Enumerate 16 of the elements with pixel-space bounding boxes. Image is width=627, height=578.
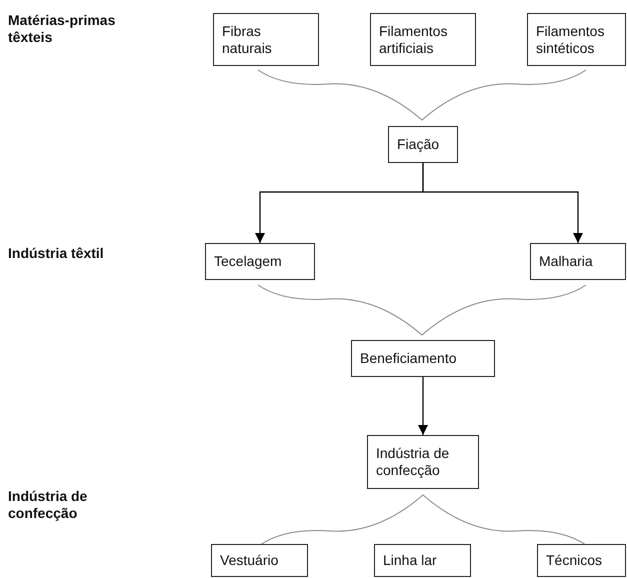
process-box: Fiação <box>388 126 458 163</box>
process-box: Técnicos <box>537 544 626 577</box>
arrow <box>422 163 583 243</box>
process-box: Indústria de confecção <box>367 435 479 489</box>
process-box: Linha lar <box>374 544 471 577</box>
process-box: Filamentos artificiais <box>370 13 476 66</box>
process-box: Tecelagem <box>205 243 315 280</box>
process-box: Vestuário <box>211 544 308 577</box>
arrow <box>418 377 428 435</box>
process-box: Filamentos sintéticos <box>527 13 626 66</box>
stage-label: Indústria têxtil <box>8 245 105 262</box>
stage-label: Indústria de confecção <box>8 488 88 522</box>
process-box: Fibras naturais <box>213 13 319 66</box>
process-box: Beneficiamento <box>351 340 495 377</box>
process-box: Malharia <box>530 243 626 280</box>
stage-label: Matérias-primas têxteis <box>8 12 116 46</box>
